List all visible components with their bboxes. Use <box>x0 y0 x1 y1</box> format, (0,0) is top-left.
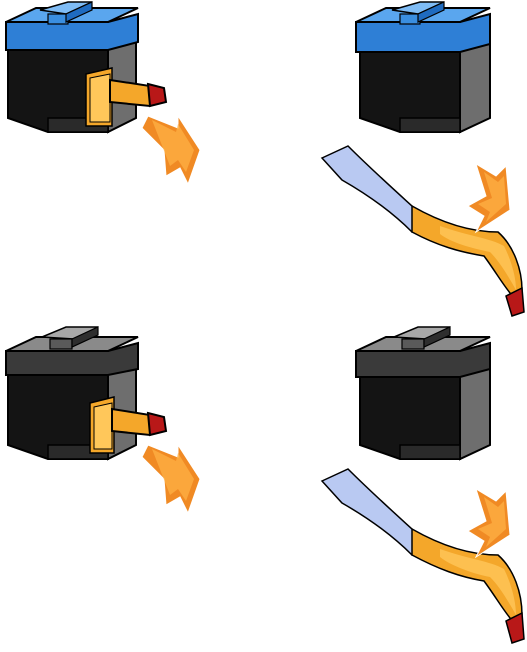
peeled-tape-icon <box>322 469 524 643</box>
color-cartridge-tape-removed-panel <box>300 0 527 326</box>
black-cartridge-with-tape <box>0 323 260 543</box>
black-cartridge-tape-removed <box>300 323 527 652</box>
pull-arrow-icon <box>468 164 510 232</box>
black-cartridge-with-tape-panel <box>0 323 260 543</box>
pull-arrow-icon <box>468 489 510 557</box>
color-cartridge-tape-removed <box>300 0 527 326</box>
color-cartridge-with-tape <box>0 0 260 230</box>
black-cartridge-icon <box>6 327 138 459</box>
pull-arrow-icon <box>142 445 200 513</box>
color-cartridge-with-tape-panel <box>0 0 260 230</box>
peeled-tape-icon <box>322 146 524 316</box>
pull-tab-icon <box>110 80 166 106</box>
color-cartridge-icon <box>356 2 490 132</box>
color-cartridge-icon <box>6 2 138 132</box>
pull-arrow-icon <box>142 116 200 184</box>
black-cartridge-tape-removed-panel <box>300 323 527 652</box>
black-cartridge-icon <box>356 327 490 459</box>
pull-tab-icon <box>112 409 166 435</box>
